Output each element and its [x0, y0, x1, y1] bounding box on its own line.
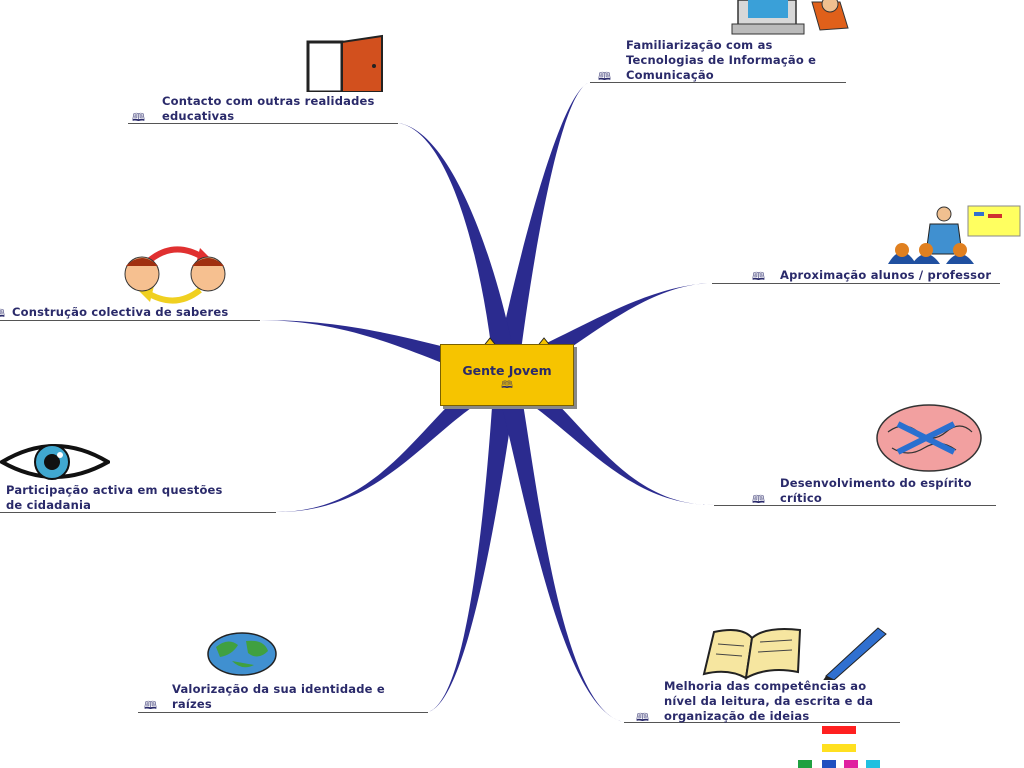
- branch-label-valorizacao[interactable]: Valorização da sua identidade e raízes: [172, 682, 385, 711]
- underline-contacto: [128, 123, 398, 124]
- central-topic-title: Gente Jovem: [462, 363, 552, 378]
- book-icon[interactable]: 🕮: [132, 111, 145, 124]
- computer-user-icon: [731, 0, 849, 35]
- branch-label-construcao[interactable]: Construção colectiva de saberes: [12, 305, 229, 319]
- branch-connector-melhoria: [494, 370, 624, 722]
- book-icon[interactable]: 🕮: [0, 305, 5, 324]
- teacher-presentation-icon: [888, 205, 1021, 264]
- brain-icon: [876, 404, 982, 472]
- book-icon[interactable]: 🕮: [598, 70, 611, 83]
- underline-valorizacao: [138, 712, 428, 713]
- branch-connector-tic: [494, 82, 590, 378]
- book-icon[interactable]: 🕮: [501, 380, 513, 391]
- branch-label-tic[interactable]: Familiarização com as Tecnologias de Inf…: [626, 38, 817, 82]
- branch-connector-contacto: [398, 123, 518, 379]
- branch-label-participacao[interactable]: Participação activa em questões de cidad…: [6, 483, 223, 512]
- exchange-heads-icon: [124, 246, 226, 304]
- underline-participacao: [0, 512, 276, 513]
- globe-icon: [207, 632, 277, 676]
- book-pencil-icon: [702, 627, 887, 680]
- underline-tic: [590, 82, 846, 83]
- underline-melhoria: [624, 722, 900, 723]
- eye-icon: [0, 444, 110, 480]
- color-squares-icon: [798, 726, 880, 768]
- branch-label-contacto[interactable]: Contacto com outras realidades educativa…: [162, 94, 375, 123]
- book-icon[interactable]: 🕮: [752, 493, 765, 506]
- central-topic[interactable]: Gente Jovem 🕮: [440, 344, 574, 406]
- underline-construcao: [0, 320, 260, 321]
- branch-label-melhoria[interactable]: Melhoria das competências ao nível da le…: [664, 679, 874, 723]
- book-icon[interactable]: 🕮: [752, 270, 765, 283]
- book-icon[interactable]: 🕮: [144, 699, 157, 712]
- underline-desenvolvimento: [714, 505, 996, 506]
- branch-connector-valorizacao: [428, 371, 518, 712]
- branch-label-desenvolvimento[interactable]: Desenvolvimento do espírito crítico: [780, 476, 972, 505]
- book-icon[interactable]: 🕮: [636, 711, 649, 724]
- branch-label-aproximacao[interactable]: Aproximação alunos / professor: [780, 268, 992, 282]
- underline-aproximacao: [712, 283, 1000, 284]
- open-door-icon: [306, 34, 383, 92]
